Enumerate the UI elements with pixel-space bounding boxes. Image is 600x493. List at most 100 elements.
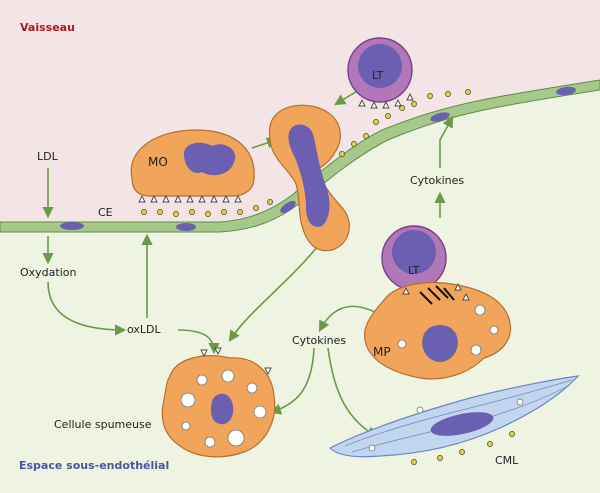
lt-mid-label: LT xyxy=(408,264,420,277)
vacuole-icon xyxy=(221,369,235,383)
ligand-dot-icon xyxy=(411,459,417,465)
foam-cell xyxy=(161,355,276,458)
endothelial-nucleus xyxy=(556,86,576,96)
vacuole-icon xyxy=(516,398,524,406)
ligand-dot-icon xyxy=(427,93,433,99)
receptor-icon xyxy=(174,194,182,203)
endothelial-nucleus xyxy=(60,222,84,230)
ligand-dot-icon xyxy=(267,199,273,205)
receptor-icon xyxy=(214,347,222,356)
receptor-icon xyxy=(406,92,414,101)
receptor-icon xyxy=(162,194,170,203)
vacuole-icon xyxy=(253,405,267,419)
lymphocyte-top: LT xyxy=(347,37,413,103)
transmigrating-monocyte xyxy=(268,104,350,252)
mo-label: MO xyxy=(148,155,168,169)
immune-synapse xyxy=(419,285,455,305)
foam-cell-label: Cellule spumeuse xyxy=(54,418,152,431)
ligand-row-cml xyxy=(411,431,515,465)
lt-top-label: LT xyxy=(372,69,384,82)
lymphocyte-top-nucleus xyxy=(358,44,402,88)
receptor-icon xyxy=(394,98,402,107)
receptor-icon xyxy=(454,282,462,291)
ligand-dot-icon xyxy=(373,119,379,125)
foam-cell-nucleus xyxy=(210,393,234,425)
smooth-muscle-cell xyxy=(328,375,580,458)
vacuole-icon xyxy=(416,406,424,414)
ligand-dot-icon xyxy=(411,101,417,107)
ligand-dot-icon xyxy=(339,151,345,157)
monocyte-cell: MO xyxy=(130,129,255,197)
receptor-row-foam xyxy=(200,347,272,376)
ligand-dot-icon xyxy=(173,211,179,217)
receptor-icon xyxy=(462,292,470,301)
receptor-icon xyxy=(200,349,208,358)
ligand-dot-icon xyxy=(157,209,163,215)
vacuole-icon xyxy=(196,374,208,386)
receptor-icon xyxy=(210,194,218,203)
transmigrating-nucleus xyxy=(288,124,330,227)
oxydation-label: Oxydation xyxy=(20,266,77,279)
macrophage-nucleus xyxy=(422,325,458,362)
monocyte-nucleus xyxy=(184,142,236,176)
cytokines-top-label: Cytokines xyxy=(410,174,464,187)
ligand-dot-icon xyxy=(363,133,369,139)
vacuole-icon xyxy=(246,382,258,394)
vacuole-icon xyxy=(181,421,191,431)
receptor-row-monocyte xyxy=(138,194,242,203)
receptor-icon xyxy=(234,194,242,203)
mp-label: MP xyxy=(373,345,391,359)
receptor-icon xyxy=(402,286,410,295)
subendothelial-label: Espace sous-endothélial xyxy=(19,459,169,472)
receptor-row-synapse xyxy=(402,282,470,301)
receptor-icon xyxy=(382,100,390,109)
ligand-dot-icon xyxy=(253,205,259,211)
cml-label: CML xyxy=(495,454,519,467)
arrow-icon xyxy=(269,347,315,415)
lymphocyte-middle-nucleus xyxy=(392,230,436,274)
arrow-icon xyxy=(228,245,319,342)
endothelial-nucleus xyxy=(176,223,196,231)
ligand-dot-icon xyxy=(465,89,471,95)
receptor-row-lt-top xyxy=(358,92,414,109)
ligand-dot-icon xyxy=(487,441,493,447)
ligand-dot-icon xyxy=(445,91,451,97)
vacuole-icon xyxy=(204,436,216,448)
endothelial-nucleus xyxy=(280,200,296,214)
arrow-icon xyxy=(439,116,454,168)
cytokines-mid-label: Cytokines xyxy=(292,334,346,347)
ligand-row xyxy=(141,89,471,217)
ligand-dot-icon xyxy=(399,105,405,111)
ligand-dot-icon xyxy=(189,209,195,215)
arrow-icon xyxy=(47,281,127,336)
ligand-dot-icon xyxy=(509,431,515,437)
vacuole-icon xyxy=(180,392,196,408)
vacuole-icon xyxy=(227,429,245,447)
ldl-label: LDL xyxy=(37,150,59,163)
lymphocyte-middle: LT xyxy=(381,225,447,291)
arrow-icon xyxy=(177,329,220,355)
arrow-icon xyxy=(327,347,378,438)
smooth-muscle-nucleus xyxy=(430,412,494,436)
oxldl-label: oxLDL xyxy=(127,323,162,336)
ligand-dot-icon xyxy=(351,141,357,147)
vacuole-icon xyxy=(368,444,376,452)
ligand-dot-icon xyxy=(237,209,243,215)
receptor-icon xyxy=(358,98,366,107)
receptor-icon xyxy=(222,194,230,203)
receptor-icon xyxy=(150,194,158,203)
ligand-dot-icon xyxy=(459,449,465,455)
receptor-icon xyxy=(370,100,378,109)
ligand-dot-icon xyxy=(385,113,391,119)
vessel-label: Vaisseau xyxy=(20,21,75,34)
vacuole-icon xyxy=(470,344,482,356)
vacuole-icon xyxy=(397,339,407,349)
ligand-dot-icon xyxy=(141,209,147,215)
macrophage-cell: MP xyxy=(364,281,512,380)
ligand-dot-icon xyxy=(205,211,211,217)
receptor-icon xyxy=(138,194,146,203)
vacuole-icon xyxy=(489,325,499,335)
receptor-icon xyxy=(186,194,194,203)
